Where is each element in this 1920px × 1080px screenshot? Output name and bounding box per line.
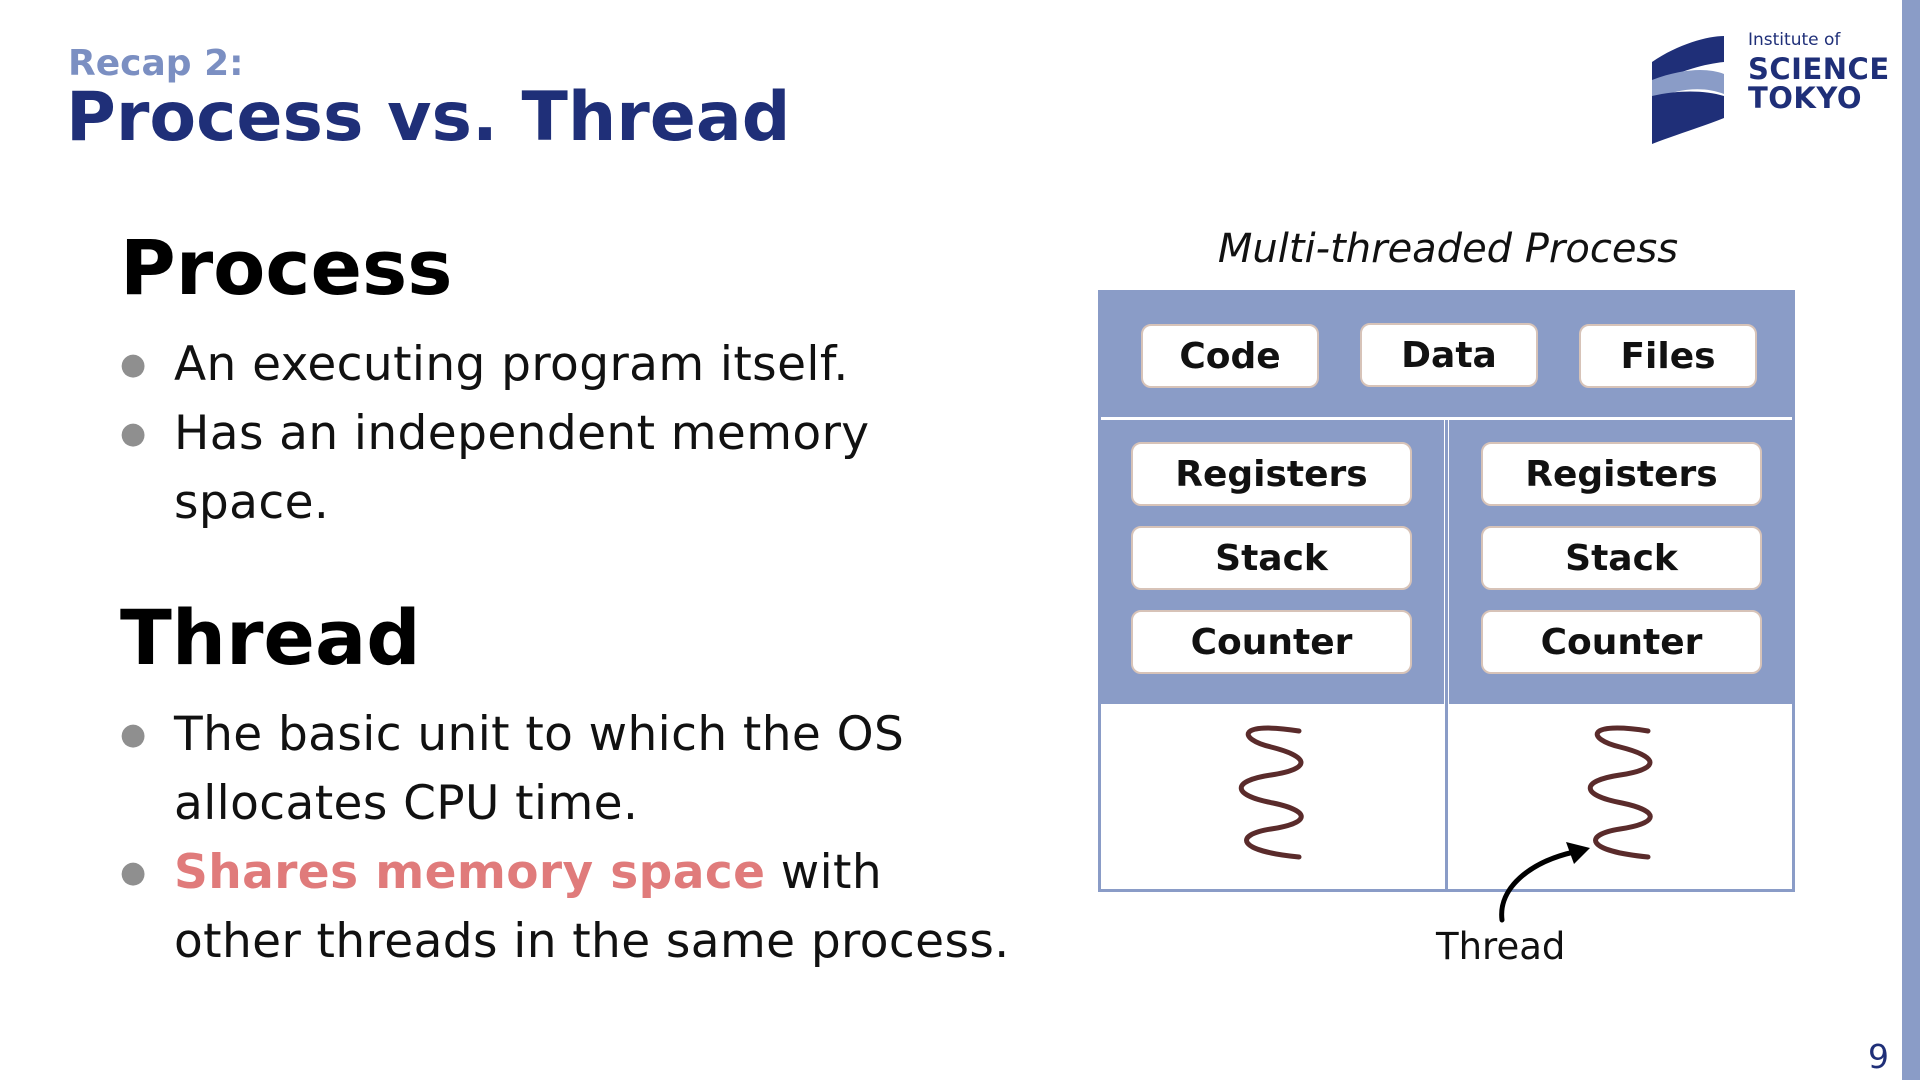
- thread-bullet-2-cont: other threads in the same process.: [174, 914, 1010, 969]
- bullet-dot-icon: ●: [120, 416, 147, 451]
- process-heading: Process: [120, 223, 453, 312]
- process-bullet-2-cont: space.: [174, 475, 330, 530]
- squiggle-thread-icon: [1587, 725, 1653, 860]
- left-stack-box: Stack: [1131, 526, 1412, 590]
- thread-pointer-arrow-icon: [1499, 842, 1590, 923]
- process-bullet-1: ●An executing program itself.: [118, 330, 1038, 399]
- thread-heading: Thread: [120, 593, 421, 682]
- institute-logo-text: Institute of SCIENCE TOKYO: [1748, 32, 1890, 113]
- bullet-dot-icon: ●: [120, 347, 147, 382]
- thread-bullet-1: ●The basic unit to which the OS: [118, 700, 1038, 769]
- slide-title: Process vs. Thread: [66, 78, 791, 157]
- thread-bullet-1-cont: allocates CPU time.: [174, 776, 639, 831]
- logo-line-1: Institute of: [1748, 30, 1841, 50]
- thread-label: Thread: [1436, 925, 1566, 968]
- thread-bullet-list: ●The basic unit to which the OS allocate…: [118, 700, 1038, 976]
- diagram-caption: Multi-threaded Process: [1217, 226, 1679, 272]
- left-registers-box: Registers: [1131, 442, 1412, 506]
- process-bullet-2: ●Has an independent memory: [118, 399, 1038, 468]
- bullet-dot-icon: ●: [120, 855, 147, 890]
- process-bullet-list: ●An executing program itself. ●Has an in…: [118, 330, 1038, 537]
- right-registers-box: Registers: [1481, 442, 1762, 506]
- institute-logo-icon: [1652, 36, 1724, 144]
- multithreaded-process-diagram: Code Data Files Registers Stack Counter …: [1098, 290, 1795, 892]
- right-stack-box: Stack: [1481, 526, 1762, 590]
- logo-line-2: SCIENCE: [1748, 52, 1890, 86]
- slide-subtitle: Recap 2:: [68, 43, 244, 84]
- data-box: Data: [1360, 323, 1538, 387]
- section-divider: [1101, 417, 1792, 420]
- page-number: 9: [1868, 1037, 1889, 1076]
- right-counter-box: Counter: [1481, 610, 1762, 674]
- left-counter-box: Counter: [1131, 610, 1412, 674]
- bullet-dot-icon: ●: [120, 717, 147, 752]
- squiggle-thread-icon: [1238, 725, 1304, 860]
- thread-column-divider: [1445, 420, 1448, 889]
- right-accent-bar: [1902, 0, 1920, 1080]
- shares-memory-highlight: Shares memory space: [174, 845, 766, 900]
- files-box: Files: [1579, 324, 1757, 388]
- code-box: Code: [1141, 324, 1319, 388]
- thread-bullet-2: ●Shares memory space with: [118, 838, 1038, 907]
- logo-line-3: TOKYO: [1748, 81, 1863, 115]
